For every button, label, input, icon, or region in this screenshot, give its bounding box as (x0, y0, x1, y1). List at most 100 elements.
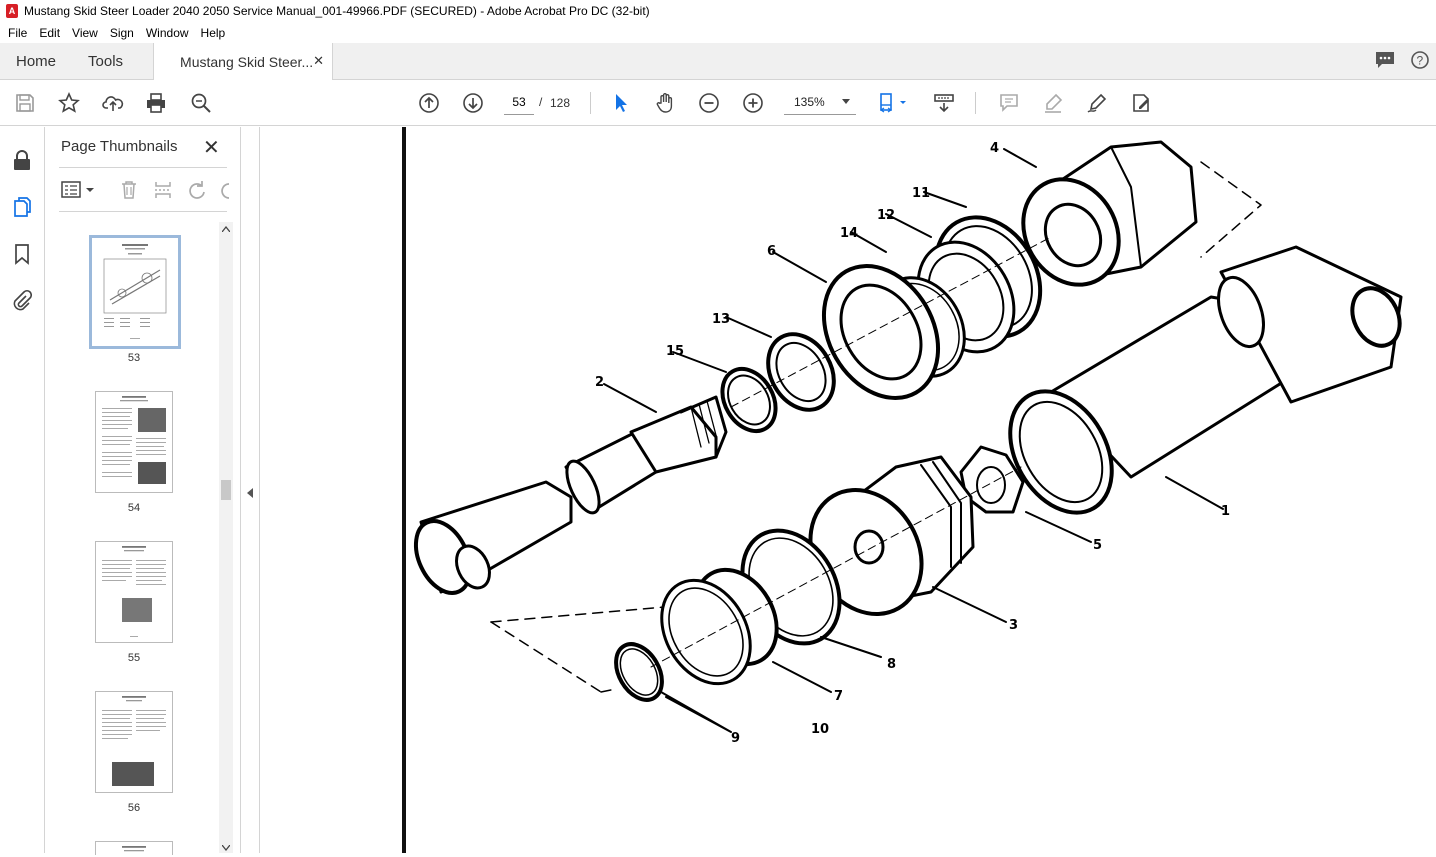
menu-window[interactable]: Window (145, 25, 189, 40)
hand-pan-icon[interactable] (652, 90, 678, 116)
close-panel-icon[interactable]: ✕ (203, 137, 220, 159)
thumbnail-preview (102, 396, 166, 484)
fill-and-sign-icon[interactable] (1128, 90, 1154, 116)
callout-5: 5 (1093, 538, 1102, 553)
insert-page-icon[interactable] (153, 180, 173, 203)
callout-7: 7 (834, 689, 843, 704)
thumbnail-label-54: 54 (127, 502, 141, 514)
zoom-level-value: 135% (794, 95, 825, 109)
page-thumbnail-57[interactable] (95, 841, 173, 855)
zoom-level-dropdown[interactable]: 135% (784, 90, 856, 115)
thumbnail-preview (92, 238, 178, 346)
thumbnail-preview (102, 696, 166, 786)
page-border (402, 127, 406, 853)
tabbar-right-icons: ? (1374, 43, 1436, 79)
zoom-in-icon[interactable] (740, 90, 766, 116)
save-icon[interactable] (12, 90, 38, 116)
page-thumbnail-56[interactable] (95, 691, 173, 793)
attachments-paperclip-icon[interactable] (11, 289, 33, 311)
panel-divider (59, 167, 227, 168)
add-comment-icon[interactable] (996, 90, 1022, 116)
document-tab-label: Mustang Skid Steer... (180, 53, 314, 70)
zoom-out-icon[interactable] (696, 90, 722, 116)
title-bar: A Mustang Skid Steer Loader 2040 2050 Se… (0, 0, 1436, 22)
tab-home[interactable]: Home (16, 52, 57, 70)
select-cursor-icon[interactable] (608, 90, 634, 116)
thumbnail-label-55: 55 (127, 652, 141, 664)
rotate-page-icon[interactable] (187, 180, 207, 203)
toolbar-divider (590, 92, 591, 114)
previous-page-icon[interactable] (416, 90, 442, 116)
chevron-down-icon (842, 99, 850, 104)
tab-document[interactable]: Mustang Skid Steer... ✕ (153, 43, 334, 80)
page-thumbnail-55[interactable] (95, 541, 173, 643)
svg-text:?: ? (1417, 53, 1424, 67)
callout-1: 1 (1221, 504, 1230, 519)
navigation-rail (0, 127, 45, 853)
find-zoom-search-icon[interactable] (188, 90, 214, 116)
page-thumbnail-54[interactable] (95, 391, 173, 493)
callout-3: 3 (1009, 618, 1018, 633)
rotate-counterclockwise-icon[interactable] (219, 180, 229, 203)
callout-13: 13 (712, 312, 730, 327)
callout-10: 10 (811, 722, 829, 737)
thumbnail-tools (59, 177, 229, 203)
fit-page-icon[interactable] (874, 90, 914, 116)
scroll-mode-icon[interactable] (931, 90, 957, 116)
menu-view[interactable]: View (72, 25, 98, 40)
main-toolbar: / 128 135% (0, 80, 1436, 126)
total-pages: 128 (550, 96, 571, 110)
next-page-icon[interactable] (460, 90, 486, 116)
menu-edit[interactable]: Edit (39, 25, 61, 40)
callout-2: 2 (595, 375, 604, 390)
page-thumbnails-panel: Page Thumbnails ✕ (45, 127, 240, 855)
scrollbar-thumb[interactable] (221, 480, 231, 500)
tab-tools[interactable]: Tools (88, 52, 124, 70)
scroll-down-icon[interactable] (222, 845, 230, 851)
callout-11: 11 (912, 186, 930, 201)
callout-6: 6 (767, 244, 776, 259)
page-separator: / (539, 95, 543, 109)
callout-9: 9 (731, 731, 740, 746)
window-title: Mustang Skid Steer Loader 2040 2050 Serv… (24, 4, 650, 18)
acrobat-app-icon: A (6, 4, 18, 18)
lock-icon[interactable] (11, 149, 33, 171)
menu-file[interactable]: File (8, 25, 28, 40)
thumbnail-preview (102, 546, 166, 637)
bookmark-star-icon[interactable] (56, 90, 82, 116)
scroll-up-icon[interactable] (222, 226, 230, 232)
page-number-input[interactable] (504, 90, 534, 115)
page-thumbnail-53[interactable] (89, 235, 181, 349)
panel-title: Page Thumbnails (61, 138, 178, 155)
thumbnail-label-56: 56 (127, 802, 141, 814)
panel-divider (59, 211, 227, 212)
callout-14: 14 (840, 226, 858, 241)
collapse-panel-icon[interactable] (247, 488, 253, 498)
highlight-pen-icon[interactable] (1040, 90, 1066, 116)
help-question-icon[interactable]: ? (1410, 50, 1430, 73)
panel-splitter[interactable] (240, 127, 260, 853)
hydraulic-cylinder-exploded-diagram: 1 2 3 4 5 6 7 8 9 10 11 12 13 14 15 (413, 140, 1403, 746)
bookmarks-icon[interactable] (11, 243, 33, 265)
callout-4: 4 (990, 141, 999, 156)
document-view[interactable]: 1 2 3 4 5 6 7 8 9 10 11 12 13 14 15 (261, 127, 1436, 853)
toolbar-divider (975, 92, 976, 114)
tab-bar: Home Tools Mustang Skid Steer... ✕ ? (0, 43, 1436, 80)
upload-share-icon[interactable] (100, 90, 126, 116)
draw-sign-icon[interactable] (1084, 90, 1110, 116)
comment-chat-icon[interactable] (1374, 50, 1396, 73)
callout-8: 8 (887, 657, 896, 672)
thumbnails-scrollbar[interactable] (219, 222, 233, 853)
print-icon[interactable] (143, 90, 169, 116)
thumbnail-label-53: 53 (127, 352, 141, 364)
thumbnail-options-icon[interactable] (61, 181, 97, 202)
thumbnail-preview (122, 846, 146, 852)
delete-page-icon[interactable] (119, 180, 139, 203)
menu-sign[interactable]: Sign (109, 25, 134, 40)
menu-help[interactable]: Help (200, 25, 226, 40)
page-thumbnails-icon[interactable] (11, 196, 33, 218)
callout-12: 12 (877, 208, 895, 223)
callout-15: 15 (666, 344, 684, 359)
menu-bar: File Edit View Sign Window Help (0, 22, 1436, 43)
close-tab-icon[interactable]: ✕ (313, 53, 325, 68)
